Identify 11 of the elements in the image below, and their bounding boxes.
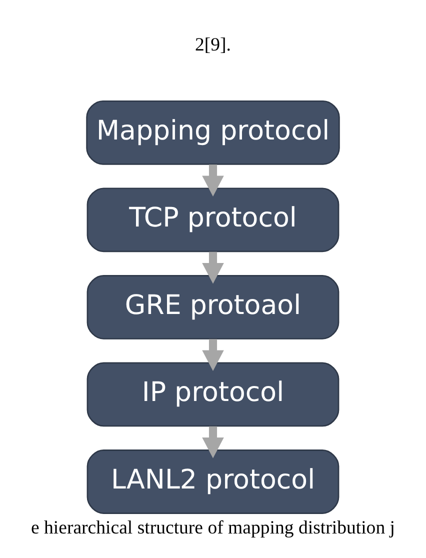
label: 2[9]. [195, 34, 231, 56]
arrow [202, 164, 224, 196]
node-box: GRE protoaol [86, 274, 340, 340]
node-box: Mapping protocol [86, 100, 340, 165]
node-box: TCP protocol [86, 188, 340, 252]
node-box: LANL2 protocol [86, 450, 340, 514]
node-box: IP protocol [86, 362, 340, 427]
arrow [202, 339, 224, 371]
caption: e hierarchical structure of mapping distribution j [30, 518, 396, 539]
arrow [202, 252, 224, 284]
arrow [202, 426, 224, 458]
